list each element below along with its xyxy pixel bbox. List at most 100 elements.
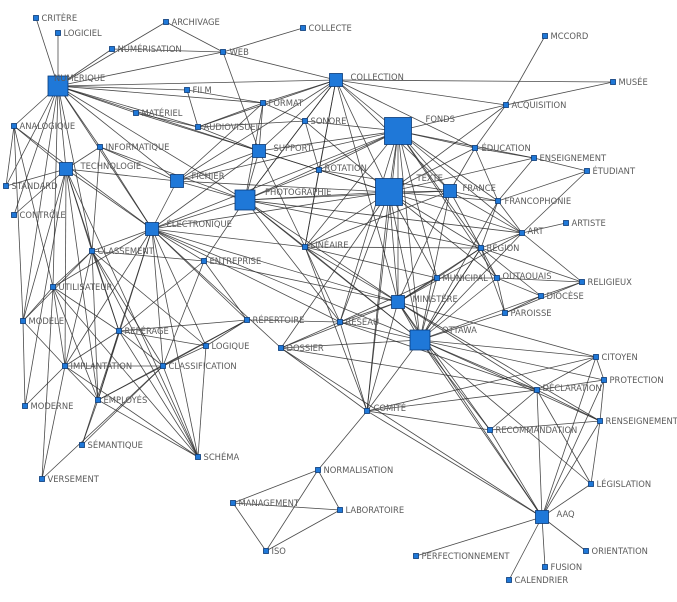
node-analogique[interactable] — [11, 123, 17, 129]
node-texte[interactable] — [375, 178, 403, 206]
node-reperage[interactable] — [116, 328, 122, 334]
edge-critere-numerique — [35, 17, 59, 87]
node-moderne[interactable] — [22, 403, 28, 409]
node-implantation[interactable] — [62, 363, 68, 369]
node-management[interactable] — [230, 500, 236, 506]
node-iso[interactable] — [263, 548, 269, 554]
node-schema[interactable] — [195, 454, 201, 460]
node-label-film: FILM — [193, 85, 212, 95]
node-repertoire[interactable] — [244, 317, 250, 323]
node-format[interactable] — [260, 100, 266, 106]
node-fichier[interactable] — [170, 174, 184, 188]
edge-classement-reperage — [91, 250, 120, 332]
node-education[interactable] — [472, 145, 478, 151]
node-standard[interactable] — [3, 183, 9, 189]
node-enseignement[interactable] — [531, 155, 537, 161]
node-collection[interactable] — [329, 73, 343, 87]
edge-numerique-support — [57, 85, 260, 152]
node-support[interactable] — [252, 144, 266, 158]
edge-texte-dossier — [280, 191, 390, 349]
edge-declaration-recommandation — [489, 389, 538, 431]
node-normalisation[interactable] — [315, 467, 321, 473]
node-fusion[interactable] — [542, 564, 548, 570]
edge-numerique-classement — [57, 85, 93, 252]
node-employes[interactable] — [95, 397, 101, 403]
node-etudiant[interactable] — [584, 168, 590, 174]
edge-technologie-schema — [65, 168, 199, 458]
node-modele[interactable] — [20, 318, 26, 324]
node-mccord[interactable] — [542, 33, 548, 39]
edge-numerique-modele — [22, 85, 59, 322]
node-dossier[interactable] — [278, 345, 284, 351]
edge-numerique-controle — [13, 85, 59, 216]
node-artiste[interactable] — [563, 220, 569, 226]
node-calendrier[interactable] — [506, 577, 512, 583]
node-semantique[interactable] — [79, 442, 85, 448]
node-reseau[interactable] — [337, 319, 343, 325]
node-region[interactable] — [478, 245, 484, 251]
node-web[interactable] — [220, 49, 226, 55]
node-acquisition[interactable] — [503, 102, 509, 108]
node-label-art: ART — [528, 226, 545, 236]
node-film[interactable] — [184, 87, 190, 93]
node-art[interactable] — [519, 230, 525, 236]
node-collecte[interactable] — [300, 25, 306, 31]
node-numerisation[interactable] — [109, 46, 115, 52]
node-citoyen[interactable] — [593, 354, 599, 360]
node-ministere[interactable] — [391, 295, 405, 309]
node-critere[interactable] — [33, 15, 39, 21]
node-perfectionnement[interactable] — [413, 553, 419, 559]
node-municipal[interactable] — [434, 275, 440, 281]
node-rotation[interactable] — [316, 167, 322, 173]
edge-electronique-ottawa — [151, 228, 421, 341]
edge-numerique-format — [57, 85, 264, 104]
node-entreprise[interactable] — [201, 258, 207, 264]
node-fonds[interactable] — [384, 117, 412, 145]
node-aaq[interactable] — [535, 510, 549, 524]
node-numerique[interactable] — [47, 75, 69, 97]
node-religieux[interactable] — [579, 279, 585, 285]
edge-classement-implantation — [64, 250, 93, 367]
node-ottawa[interactable] — [409, 329, 431, 351]
node-controle[interactable] — [11, 212, 17, 218]
node-utilisateur[interactable] — [50, 284, 56, 290]
node-photographie[interactable] — [234, 189, 256, 211]
node-france[interactable] — [443, 184, 457, 198]
node-archivage[interactable] — [163, 19, 169, 25]
node-informatique[interactable] — [97, 144, 103, 150]
node-logiciel[interactable] — [55, 30, 61, 36]
edge-numerique-collection — [57, 79, 337, 87]
edge-technologie-moderne — [24, 168, 67, 407]
node-classement[interactable] — [89, 248, 95, 254]
node-electronique[interactable] — [145, 222, 159, 236]
node-versement[interactable] — [39, 476, 45, 482]
node-recommandation[interactable] — [487, 427, 493, 433]
node-diocese[interactable] — [538, 293, 544, 299]
edge-ottawa-declaration — [419, 339, 538, 391]
node-technologie[interactable] — [59, 162, 73, 176]
node-laboratoire[interactable] — [337, 507, 343, 513]
node-classification[interactable] — [160, 363, 166, 369]
node-logique[interactable] — [203, 343, 209, 349]
node-legislation[interactable] — [588, 481, 594, 487]
node-orientation[interactable] — [583, 548, 589, 554]
node-paroisse[interactable] — [502, 310, 508, 316]
edge-ministere-recommandation — [397, 301, 491, 431]
edge-web-numerique — [57, 51, 224, 87]
node-sonore[interactable] — [302, 118, 308, 124]
edge-utilisateur-reperage — [52, 286, 120, 332]
node-musee[interactable] — [610, 79, 616, 85]
node-outaouais[interactable] — [494, 275, 500, 281]
node-audiovisuel[interactable] — [195, 124, 201, 130]
edge-reseau-comite — [339, 321, 368, 412]
node-renseignement[interactable] — [597, 418, 603, 424]
node-francophonie[interactable] — [495, 198, 501, 204]
edge-declaration-comite — [366, 389, 538, 412]
node-materiel[interactable] — [133, 110, 139, 116]
edge-numerique-utilisateur — [52, 85, 59, 288]
node-comite[interactable] — [364, 408, 370, 414]
node-protection[interactable] — [601, 377, 607, 383]
edge-format-sonore — [262, 102, 306, 122]
node-lineaire[interactable] — [302, 244, 308, 250]
node-declaration[interactable] — [534, 387, 540, 393]
